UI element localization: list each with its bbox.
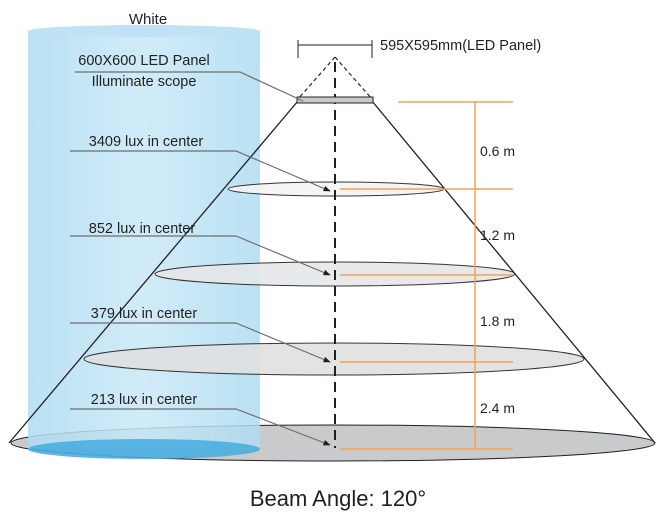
beam-angle-caption: Beam Angle: 120° bbox=[250, 486, 426, 511]
distance-label-3: 1.8 m bbox=[480, 313, 515, 329]
lux-label-3: 379 lux in center bbox=[91, 306, 198, 322]
white-light-column bbox=[28, 31, 260, 449]
panel-size-label: 595X595mm(LED Panel) bbox=[380, 38, 541, 54]
distance-label-2: 1.2 m bbox=[480, 227, 515, 243]
lux-leader-1 bbox=[70, 150, 331, 192]
distance-label-1: 0.6 m bbox=[480, 143, 515, 159]
cone-left-edge bbox=[8, 100, 299, 444]
apex-dashed-left bbox=[297, 56, 336, 100]
white-light-column-base bbox=[28, 439, 260, 459]
lux-leader-3 bbox=[70, 322, 331, 363]
lux-label-4: 213 lux in center bbox=[91, 392, 198, 408]
lux-leader-2 bbox=[70, 235, 331, 276]
light-color-label: White bbox=[129, 11, 167, 28]
panel-scope-label: Illuminate scope bbox=[92, 74, 197, 90]
panel-name-label: 600X600 LED Panel bbox=[78, 53, 209, 69]
lux-label-1: 3409 lux in center bbox=[89, 134, 204, 150]
led-panel bbox=[296, 96, 374, 104]
panel-leader-line bbox=[75, 71, 304, 102]
white-light-column-top bbox=[28, 25, 260, 37]
distance-label-4: 2.4 m bbox=[480, 400, 515, 416]
apex-dashed-right bbox=[334, 56, 373, 100]
lux-label-2: 852 lux in center bbox=[89, 221, 196, 237]
lux-leader-4 bbox=[70, 408, 331, 446]
cone-right-edge bbox=[371, 100, 656, 444]
